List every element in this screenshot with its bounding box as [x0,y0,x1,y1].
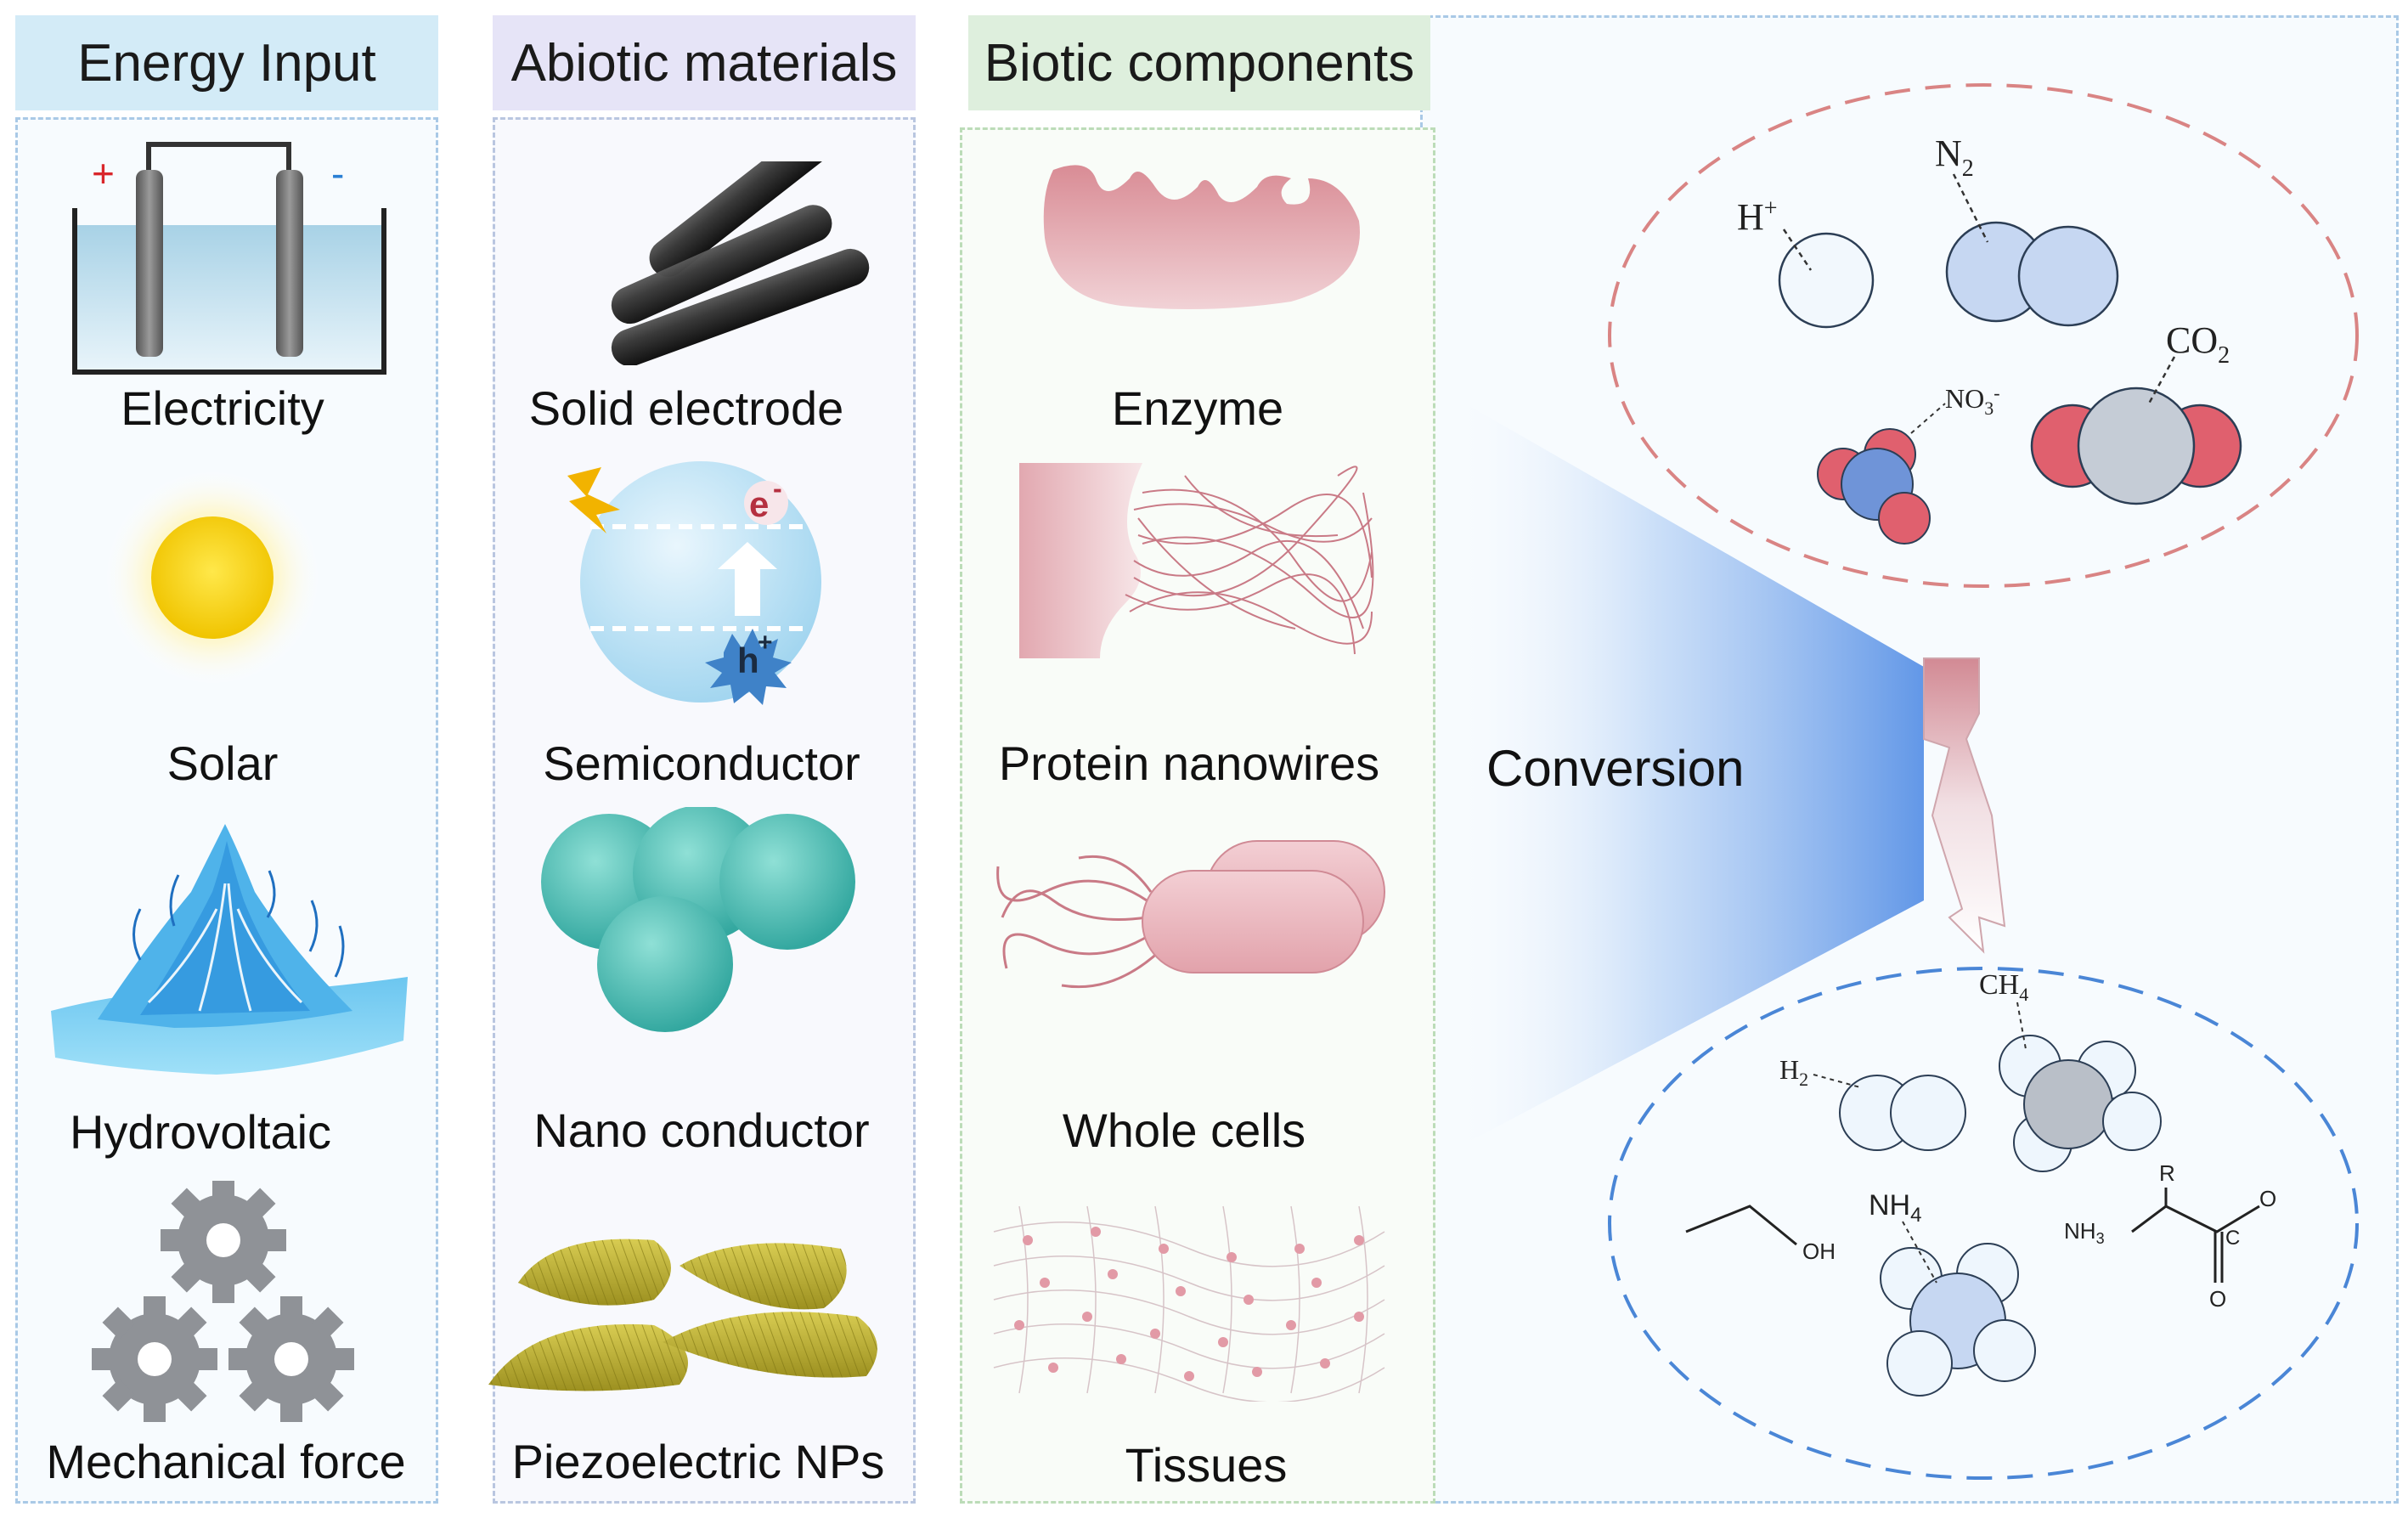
sun-icon [104,469,321,686]
methane-symbol: CH [1979,969,2019,1001]
svg-text:N2: N2 [1935,133,1974,182]
svg-text:CO2: CO2 [2166,319,2230,369]
nano-conductor-spheres-icon [541,807,855,1032]
nano-conductor-label: Nano conductor [533,1103,870,1157]
svg-text:H+: H+ [1737,195,1778,238]
negative-terminal: - [331,151,344,195]
conversion-label: Conversion [1486,740,1745,797]
whole-cells-label: Whole cells [1062,1103,1306,1157]
nitrate-subscript: 3 [1984,398,1994,419]
solid-electrode-rods-icon [611,161,870,365]
biotic-components-column [960,127,1435,1504]
output-molecules-ellipse: H2 CH4 OH NH4 R NH3 C O O [1608,967,2359,1480]
enzyme-icon [1043,165,1360,309]
amino-o-hydroxyl: O [2259,1186,2276,1211]
nitrate-charge: - [1994,382,1999,403]
svg-text:NO3-: NO3- [1945,382,2000,419]
hole-symbol: h [737,640,759,680]
enzyme-label: Enzyme [1111,381,1284,435]
electron-superscript: - [773,473,782,504]
svg-text:NH4: NH4 [1869,1189,1921,1227]
nitrogen-atom-2 [2017,225,2119,327]
svg-text:NH3: NH3 [2064,1218,2105,1247]
svg-text:CH4: CH4 [1979,969,2028,1005]
electrolysis-cell-icon: + - [72,142,386,375]
input-molecules-ellipse: H+ N2 NO3- CO2 [1608,83,2359,588]
amino-o-carbonyl: O [2209,1286,2226,1312]
amino-c-label: C [2225,1227,2240,1250]
energy-input-header: Energy Input [15,15,438,110]
amino-r-label: R [2159,1160,2175,1186]
semiconductor-band-icon: e - h + [567,461,821,705]
hydrovoltaic-water-icon [51,824,408,1075]
co2-subscript: 2 [2218,342,2230,369]
proton-atom [1778,232,1875,329]
ammonium-subscript: 4 [1910,1204,1921,1227]
nitrate-symbol: NO [1945,383,1984,414]
ethanol-oh-label: OH [1802,1239,1836,1264]
mechanical-force-label: Mechanical force [46,1435,406,1488]
abiotic-materials-header: Abiotic materials [493,15,916,110]
whole-cells-bacteria-icon [996,840,1385,989]
ammonium-symbol: NH [1869,1189,1910,1222]
piezoelectric-nps-label: Piezoelectric NPs [511,1435,885,1488]
hydrogen-atom-2 [1890,1075,1966,1151]
co2-symbol: CO [2166,319,2218,361]
protein-nanowires-label: Protein nanowires [998,736,1380,790]
co2-carbon [2077,387,2196,505]
ammonium-h-br [1973,1319,2036,1382]
solid-electrode-label: Solid electrode [528,381,844,435]
amino-nh-subscript: 3 [2096,1230,2105,1247]
energy-input-title: Energy Input [77,33,376,93]
hydrovoltaic-label: Hydrovoltaic [69,1105,332,1159]
biotic-components-header: Biotic components [968,15,1430,110]
hydrogen-symbol: H [1779,1054,1799,1085]
ammonium-h-bl [1886,1330,1953,1397]
methane-carbon [2023,1059,2113,1149]
electron-symbol: e [749,484,769,524]
conversion-funnel-graphic [1435,387,2006,1160]
nitrogen-subscript: 2 [1962,155,1974,182]
tissues-network-icon [993,1205,1385,1402]
amino-acid-skeleton [2131,1205,2260,1233]
abiotic-materials-title: Abiotic materials [510,33,898,93]
tissues-label: Tissues [1125,1438,1288,1492]
biotic-components-title: Biotic components [984,33,1415,93]
gears-icon [92,1181,354,1422]
proton-symbol: H [1737,196,1764,238]
semiconductor-label: Semiconductor [543,736,860,790]
svg-text:H2: H2 [1779,1054,1808,1090]
electricity-label: Electricity [121,381,324,435]
methane-subscript: 4 [2019,984,2028,1005]
methane-h-br [2102,1092,2162,1151]
nitrogen-symbol: N [1935,133,1962,174]
hole-superscript: + [758,629,773,657]
piezoelectric-nanoparticles-icon [488,1239,877,1391]
solar-label: Solar [166,736,279,790]
proton-charge: + [1764,195,1778,222]
ethanol-skeleton [1685,1205,1797,1246]
protein-nanowires-icon [1019,463,1374,658]
amino-nh-symbol: NH [2064,1218,2096,1244]
positive-terminal: + [92,151,115,195]
nitrate-oxygen-3 [1878,492,1931,545]
hydrogen-subscript: 2 [1799,1069,1808,1090]
